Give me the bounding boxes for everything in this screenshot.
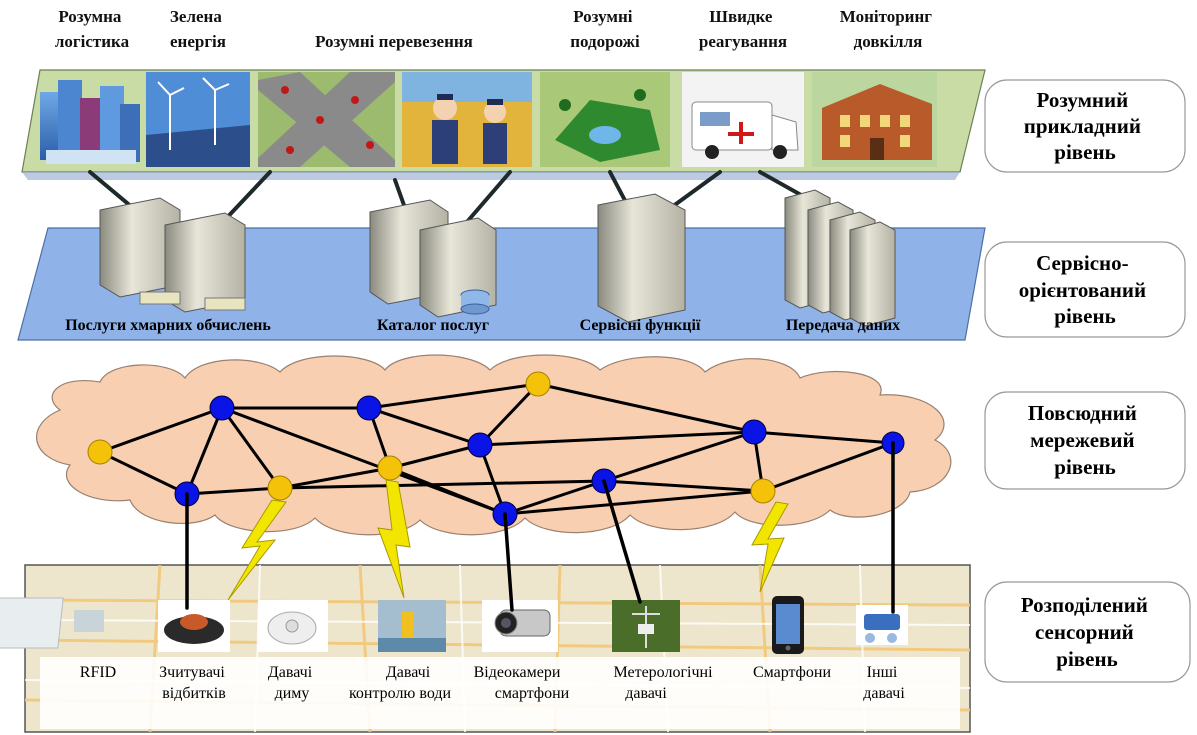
- node-blue: [356, 395, 382, 421]
- cctv-camera-icon: [482, 600, 558, 652]
- app-title-rapid-response: Швидке реагування: [699, 7, 787, 51]
- lightning-bolt-icon: [751, 501, 789, 593]
- service-label-catalog: Каталог послуг: [377, 317, 489, 334]
- app-layer: Розумна логістика Зелена енергія Розумні…: [21, 7, 986, 180]
- app-title-smart-transport: Розумні перевезення: [315, 32, 473, 51]
- smoke-detector-icon: [258, 600, 328, 652]
- lightning-bolt-icon: [377, 479, 411, 599]
- ambulance-icon: [682, 72, 804, 167]
- traffic-police-icon: [402, 72, 532, 167]
- intersection-icon: [258, 72, 395, 167]
- rfid-card-icon: [0, 597, 104, 649]
- lightning-bolt-icon: [227, 499, 287, 601]
- node-yellow: [377, 455, 403, 481]
- layer-captions: Розумний прикладний рівень Сервісно- орі…: [984, 79, 1191, 683]
- app-title-env-monitoring: Моніторинг довкілля: [840, 7, 936, 51]
- app-title-green-energy: Зелена енергія: [170, 7, 226, 51]
- smartphone-icon: [772, 596, 804, 654]
- park-icon: [540, 72, 670, 167]
- layer-box-service: [984, 241, 1186, 338]
- service-label-cloud: Послуги хмарних обчислень: [65, 317, 271, 334]
- fingerprint-reader-icon: [158, 600, 230, 652]
- node-yellow: [87, 439, 113, 465]
- sensor-network-links: [185, 441, 895, 614]
- sensor-label-water: Давачі контролю води: [349, 664, 452, 702]
- app-title-smart-travel: Розумні подорожі: [570, 7, 640, 51]
- service-label-data-transfer: Передача даних: [786, 317, 900, 334]
- sensor-label-smoke: Давачі диму: [268, 664, 316, 702]
- service-layer: Послуги хмарних обчислень Каталог послуг…: [17, 189, 986, 341]
- sensor-label-other: Інші давачі: [863, 664, 905, 702]
- sensor-label-weather: Метерологічні давачі: [613, 664, 716, 702]
- node-yellow: [525, 371, 551, 397]
- layer-box-sensor: [984, 581, 1191, 683]
- node-yellow: [267, 475, 293, 501]
- sensor-label-band: [40, 657, 960, 729]
- node-blue: [741, 419, 767, 445]
- network-nodes: [87, 371, 905, 527]
- weather-station-icon: [612, 600, 680, 652]
- water-buoy-icon: [378, 600, 446, 652]
- app-layer-shadow: [22, 172, 960, 180]
- node-blue: [209, 395, 235, 421]
- layer-box-application: [984, 79, 1186, 173]
- city-icon: [40, 80, 140, 164]
- sensor-label-fingerprint: Зчитувачі відбитків: [159, 664, 229, 702]
- network-layer: [36, 354, 952, 536]
- server-icon: [99, 189, 896, 327]
- sensor-layer: RFID Зчитувачі відбитків Давачі диму Дав…: [0, 564, 971, 733]
- layer-label-network: Повсюдний мережевий рівень: [1028, 401, 1142, 479]
- layer-box-network: [984, 391, 1186, 490]
- sensor-label-rfid: RFID: [80, 664, 116, 681]
- app-title-smart-logistics: Розумна логістика: [55, 7, 130, 51]
- node-blue: [467, 432, 493, 458]
- sensor-label-smartphones: Смартфони: [753, 664, 832, 681]
- sensor-label-cameras: Відеокамери смартфони: [474, 664, 570, 702]
- wind-turbine-icon: [146, 72, 250, 167]
- app-titles: Розумна логістика Зелена енергія Розумні…: [55, 7, 936, 51]
- wireless-links: [227, 479, 789, 601]
- node-yellow: [750, 478, 776, 504]
- building-icon: [812, 72, 937, 167]
- layer-label-service: Сервісно- орієнтований рівень: [1019, 251, 1152, 328]
- layer-label-application: Розумний прикладний рівень: [1024, 88, 1146, 164]
- service-label-functions: Сервісні функції: [580, 317, 701, 334]
- sensor-device-icon: [856, 605, 908, 645]
- layer-label-sensor: Розподілений сенсорний рівень: [1021, 593, 1153, 671]
